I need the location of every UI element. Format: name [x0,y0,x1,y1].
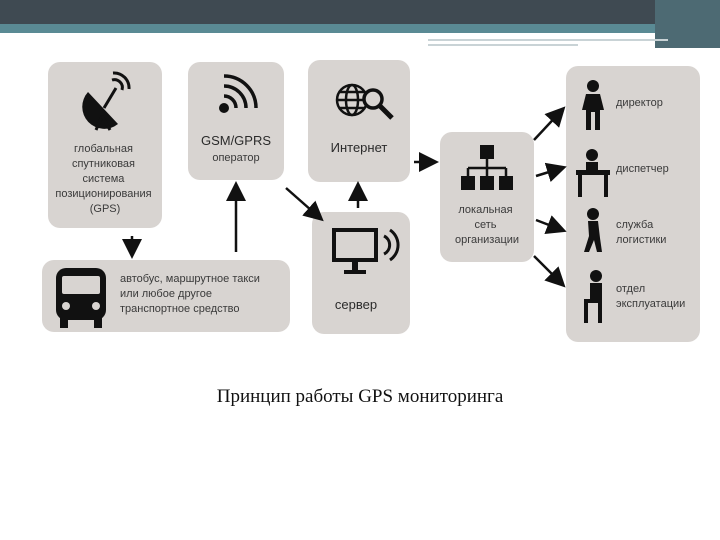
signal-waves-icon [219,74,258,113]
logistics-label-line: логистики [616,234,666,246]
network-tree-icon [461,145,513,190]
bus-box: автобус, маршрутное такси или любое друг… [42,260,290,332]
network-label-line: организации [455,234,519,246]
header-teal-band [0,24,720,33]
satellite-label-line: спутниковая [72,158,135,170]
header-accent-line [428,39,668,41]
arrow-network-to-logistics [535,215,567,234]
people-box: директор диспетчер служба логистики отде… [566,66,700,342]
bus-label-line: или любое другое [120,288,212,300]
slide-header-bar [0,0,720,48]
operations-label-line: эксплуатации [616,298,685,310]
dispatcher-label: диспетчер [616,163,669,175]
logistics-label: служба логистики [616,219,666,246]
server-box: сервер [312,212,410,334]
network-label-line: сеть [474,219,496,231]
satellite-label-line: позиционирования [55,188,151,200]
bus-label-line: транспортное средство [120,303,240,315]
bus-label-line: автобус, маршрутное такси [120,273,260,285]
arrow-network-to-operations [533,255,566,288]
bus-icon [56,268,106,328]
internet-title: Интернет [331,140,388,155]
logistics-label-line: служба [616,219,654,231]
gsm-subtitle: оператор [212,152,259,164]
server-title: сервер [335,297,377,312]
satellite-label-line: (GPS) [90,203,121,215]
gsm-operator-box: GSM/GPRS оператор [188,62,284,180]
dispatcher-icon [576,149,610,197]
satellite-label-line: глобальная [74,143,133,155]
internet-box: Интернет [308,60,410,182]
arrow-network-to-dispatcher [535,162,567,182]
header-accent-line-2 [428,44,578,46]
slide-caption: Принцип работы GPS мониторинга [216,386,504,407]
logistics-icon [584,208,602,252]
satellite-box: глобальная спутниковая система позициони… [48,62,162,228]
header-dark-band [0,0,720,24]
gps-monitoring-diagram: глобальная спутниковая система позициони… [42,60,700,342]
director-label: директор [616,97,663,109]
arrow-gsm-to-server [285,187,324,222]
arrow-network-to-director [533,106,566,141]
operations-icon [584,270,602,323]
network-label-line: локальная [458,204,512,216]
satellite-label-line: система [83,173,126,185]
monitor-icon [332,228,400,274]
operations-label-line: отдел [616,283,645,295]
satellite-label: глобальная спутниковая система позициони… [55,143,154,215]
operations-label: отдел эксплуатации [616,283,685,310]
satellite-dish-icon [82,71,131,131]
network-box: локальная сеть организации [440,132,534,262]
director-icon [582,80,604,130]
network-label: локальная сеть организации [455,204,519,246]
globe-search-icon [335,83,394,120]
gsm-title: GSM/GPRS [201,133,271,148]
bus-label: автобус, маршрутное такси или любое друг… [120,273,263,315]
